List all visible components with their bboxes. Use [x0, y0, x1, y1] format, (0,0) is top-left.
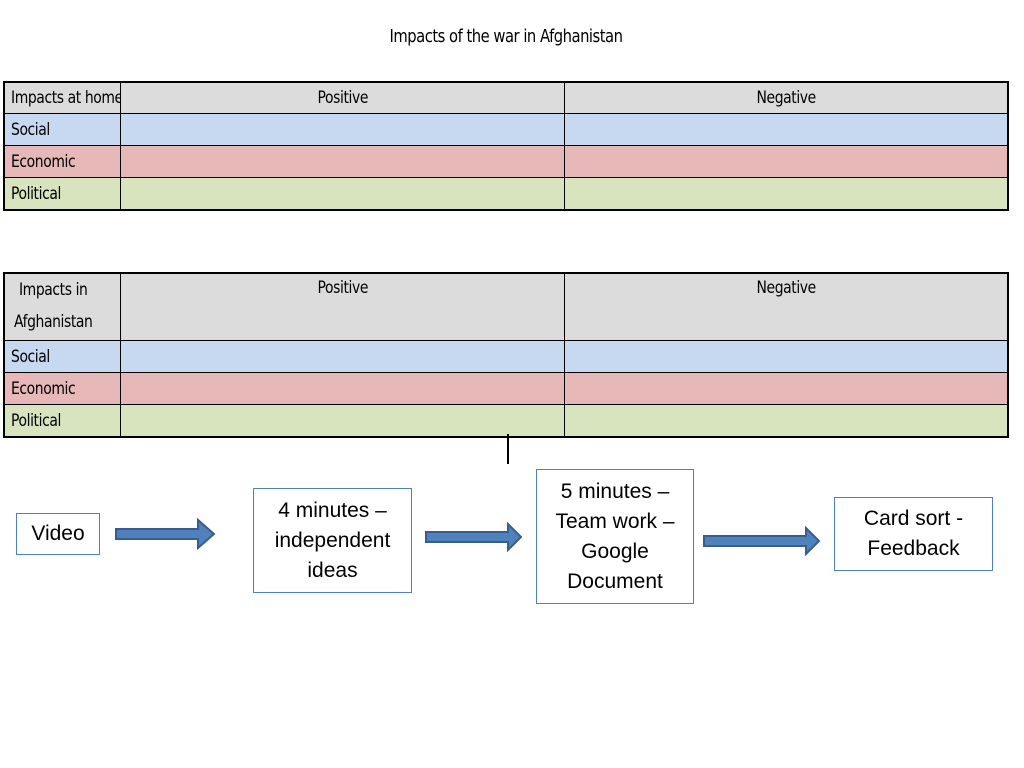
diagram-title: Impacts of the war in Afghanistan: [389, 26, 623, 47]
arrow-right-icon: [703, 525, 821, 557]
row-label-social: Social: [3, 113, 121, 146]
table-cell: [563, 113, 1009, 146]
table-cell: [563, 145, 1009, 178]
column-header-negative: Negative: [563, 81, 1009, 114]
row-label-economic: Economic: [3, 145, 121, 178]
row-label-political: Political: [3, 177, 121, 211]
arrow-right-icon: [115, 517, 216, 551]
row-label-political: Political: [3, 404, 121, 438]
column-header-positive: Positive: [120, 272, 565, 341]
flow-step-independent-ideas: 4 minutes – independent ideas: [253, 488, 412, 593]
row-label-economic: Economic: [3, 372, 121, 405]
table-cell: [563, 177, 1009, 211]
flow-step-video: Video: [16, 513, 100, 555]
table-cell: [120, 145, 565, 178]
divider-line: [507, 434, 509, 464]
table-cell: [563, 372, 1009, 405]
flow-step-team-work: 5 minutes – Team work – Google Document: [536, 469, 694, 604]
table-cell: [120, 340, 565, 373]
arrow-right-icon: [425, 521, 523, 553]
table-cell: [120, 113, 565, 146]
table-corner-label: Impacts at home: [3, 81, 121, 114]
flow-step-card-sort: Card sort - Feedback: [834, 497, 993, 571]
row-label-social: Social: [3, 340, 121, 373]
table-cell: [563, 340, 1009, 373]
impacts-afghanistan-table: Impacts in Afghanistan Positive Negative…: [3, 272, 1009, 438]
table-corner-label: Impacts in Afghanistan: [3, 272, 121, 341]
table-cell: [563, 404, 1009, 438]
column-header-negative: Negative: [563, 272, 1009, 341]
table-cell: [120, 177, 565, 211]
table-cell: [120, 404, 565, 438]
impacts-home-table: Impacts at home Positive Negative Social…: [3, 81, 1009, 211]
column-header-positive: Positive: [120, 81, 565, 114]
table-cell: [120, 372, 565, 405]
